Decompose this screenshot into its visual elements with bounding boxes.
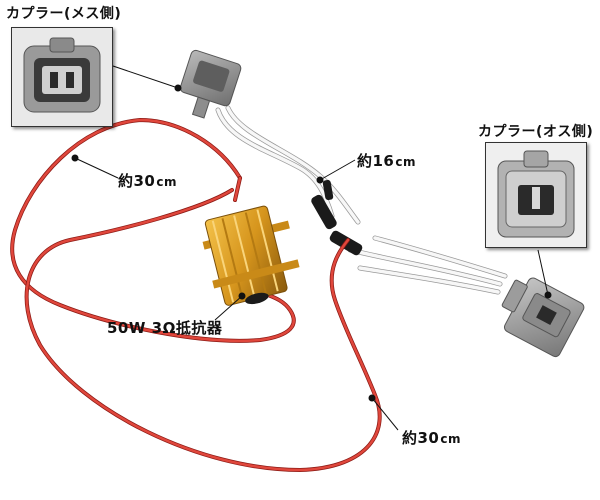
female-coupler-inset (11, 27, 113, 127)
female-coupler-face (12, 28, 112, 126)
resistor-50w (202, 205, 300, 306)
wire-top-value: 約16 (357, 152, 395, 170)
wire-left-unit: cm (156, 175, 177, 189)
label-resistor: 50W 3Ω抵抗器 (107, 319, 223, 337)
white-wire-harness (215, 105, 508, 295)
red-wire (10, 117, 382, 473)
male-connector (501, 277, 585, 358)
label-wire-bottom-length: 約30cm (402, 427, 461, 448)
wire-bottom-value: 約30 (402, 429, 440, 447)
female-connector (179, 49, 242, 119)
wire-bottom-unit: cm (440, 432, 461, 446)
label-male-coupler: カプラー(オス側) (478, 124, 594, 140)
callout-lines (71, 65, 552, 431)
label-wire-left-length: 約30cm (118, 170, 177, 191)
label-wire-top-length: 約16cm (357, 150, 416, 171)
male-coupler-inset (485, 142, 587, 248)
wire-left-value: 約30 (118, 172, 156, 190)
male-coupler-face (486, 143, 586, 247)
wire-top-unit: cm (395, 155, 416, 169)
label-female-coupler: カプラー(メス側) (6, 6, 122, 22)
